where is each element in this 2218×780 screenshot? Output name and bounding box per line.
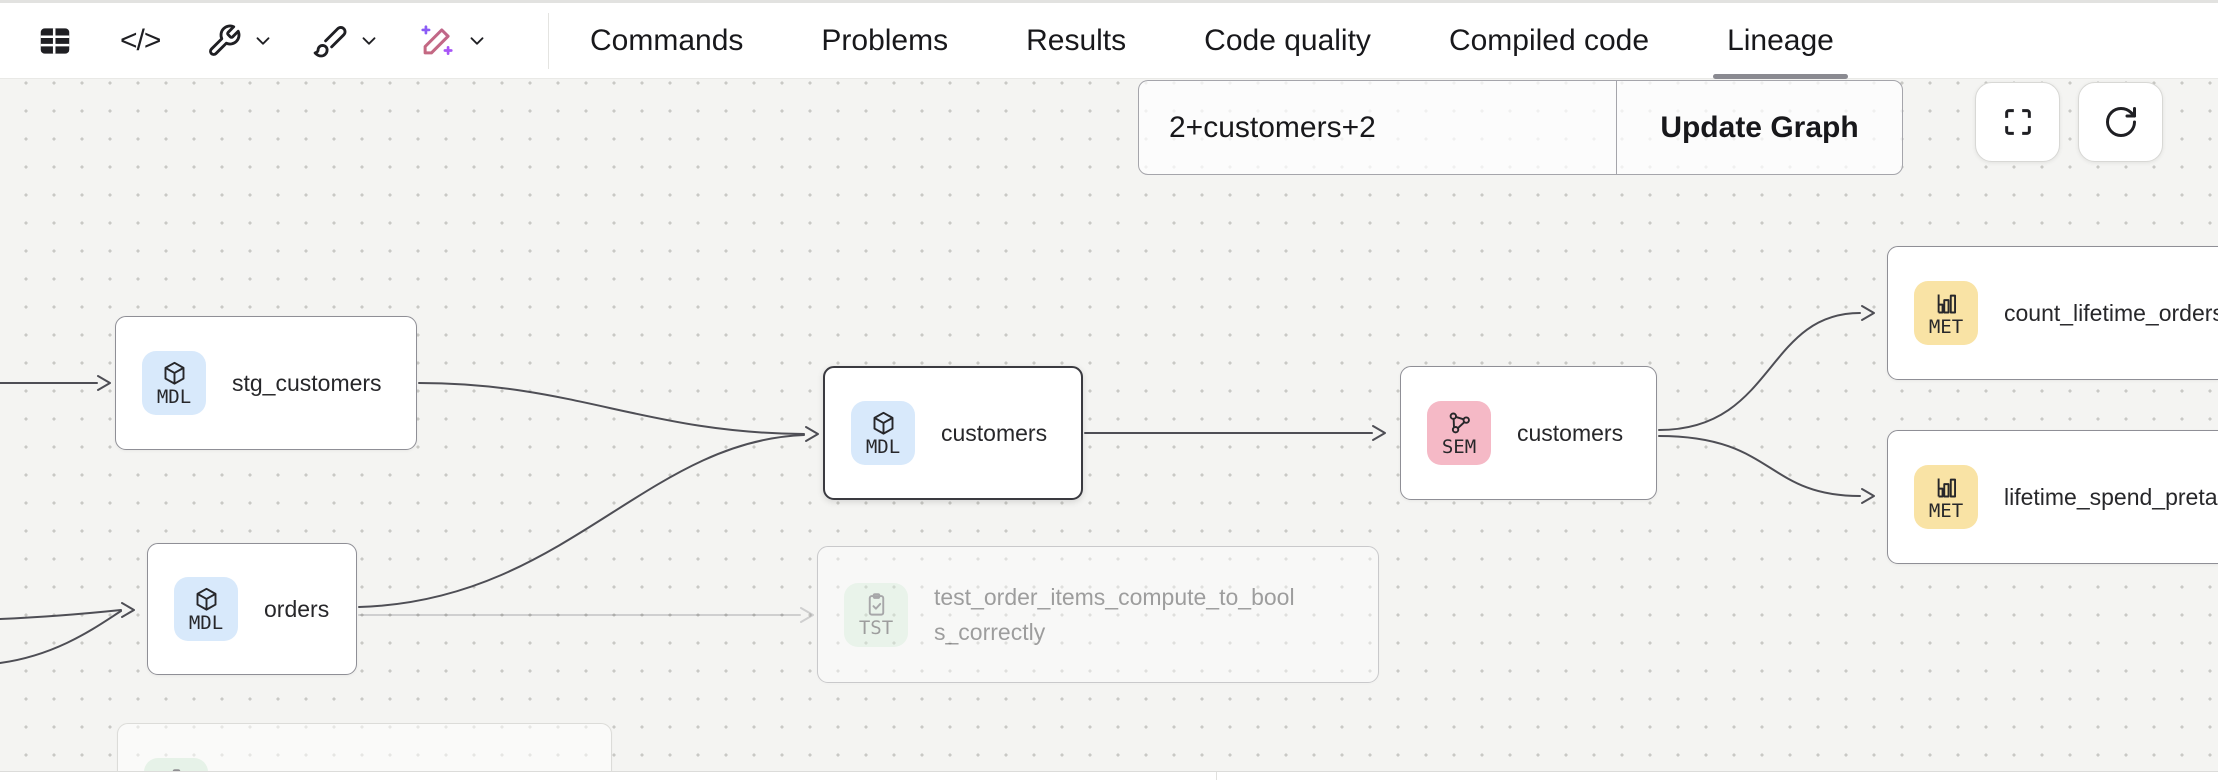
node-test-order-items[interactable]: TST test_order_items_compute_to_bools_co… [817,546,1379,683]
chevron-down-icon [466,30,488,52]
bar-chart-icon [1933,473,1960,501]
node-label: customers [1517,419,1624,446]
metric-badge: MET [1914,281,1978,345]
tab-lineage[interactable]: Lineage [1713,3,1848,79]
node-label: orders [264,595,330,622]
tab-results[interactable]: Results [1026,24,1127,57]
tab-code-quality[interactable]: Code quality [1204,24,1371,57]
top-bar: </> [0,3,2218,79]
cube-icon [161,359,188,387]
model-badge: MDL [174,577,238,641]
cube-icon [193,585,220,613]
node-customers-semantic[interactable]: SEM customers [1400,366,1657,500]
refresh-button[interactable] [2078,82,2163,162]
bottom-divider [1216,772,1217,780]
table-icon[interactable] [36,13,74,69]
node-test-partial-bottom[interactable]: TST [117,723,612,771]
node-orders[interactable]: MDL orders [147,543,357,675]
fullscreen-button[interactable] [1975,82,2060,162]
fullscreen-icon [2001,105,2035,139]
test-badge: TST [844,582,908,647]
lineage-selector-input[interactable]: 2+customers+2 [1139,81,1617,174]
refresh-icon [2103,104,2139,140]
metric-badge: MET [1914,465,1978,529]
bar-chart-icon [1933,289,1960,317]
model-badge: MDL [851,401,915,465]
tab-compiled-code[interactable]: Compiled code [1448,24,1650,57]
lineage-edges [0,305,1875,664]
graph-controls: 2+customers+2 Update Graph [1138,80,1903,175]
code-icon[interactable]: </> [120,23,161,57]
node-lifetime-spend-pretax[interactable]: MET lifetime_spend_pretax [1887,430,2218,564]
magic-pencil-icon[interactable] [418,13,488,69]
chevron-down-icon [358,30,380,52]
node-customers-model[interactable]: MDL customers [823,366,1083,500]
node-label: test_order_items_compute_to_bools_correc… [934,584,1295,645]
chevron-down-icon [252,30,274,52]
update-graph-button[interactable]: Update Graph [1660,110,1859,144]
broom-icon[interactable] [312,13,380,69]
node-label: customers [941,419,1048,446]
node-stg-customers[interactable]: MDL stg_customers [115,316,417,450]
cube-icon [870,409,897,437]
node-label: lifetime_spend_pretax [2004,483,2218,510]
lineage-canvas[interactable]: MDL stg_customers MDL orders [0,79,2218,771]
node-label: stg_customers [232,369,382,396]
bottom-strip [0,771,2218,780]
tab-problems[interactable]: Problems [821,24,949,57]
wrench-icon[interactable] [206,13,274,69]
toolbar-divider [548,13,549,69]
graph-nodes-icon [1446,409,1473,437]
tab-bar: Commands Problems Results Code quality C… [590,3,1848,79]
active-tab-underline [1713,74,1848,79]
node-count-lifetime-orders[interactable]: MET count_lifetime_orders [1887,246,2218,380]
clipboard-check-icon [863,590,890,618]
test-badge: TST [144,758,208,771]
node-label: count_lifetime_orders [2004,299,2218,326]
semantic-badge: SEM [1427,401,1491,465]
toolbar: </> [0,3,488,78]
tab-commands[interactable]: Commands [590,24,744,57]
model-badge: MDL [142,351,206,415]
clipboard-check-icon [163,766,190,771]
